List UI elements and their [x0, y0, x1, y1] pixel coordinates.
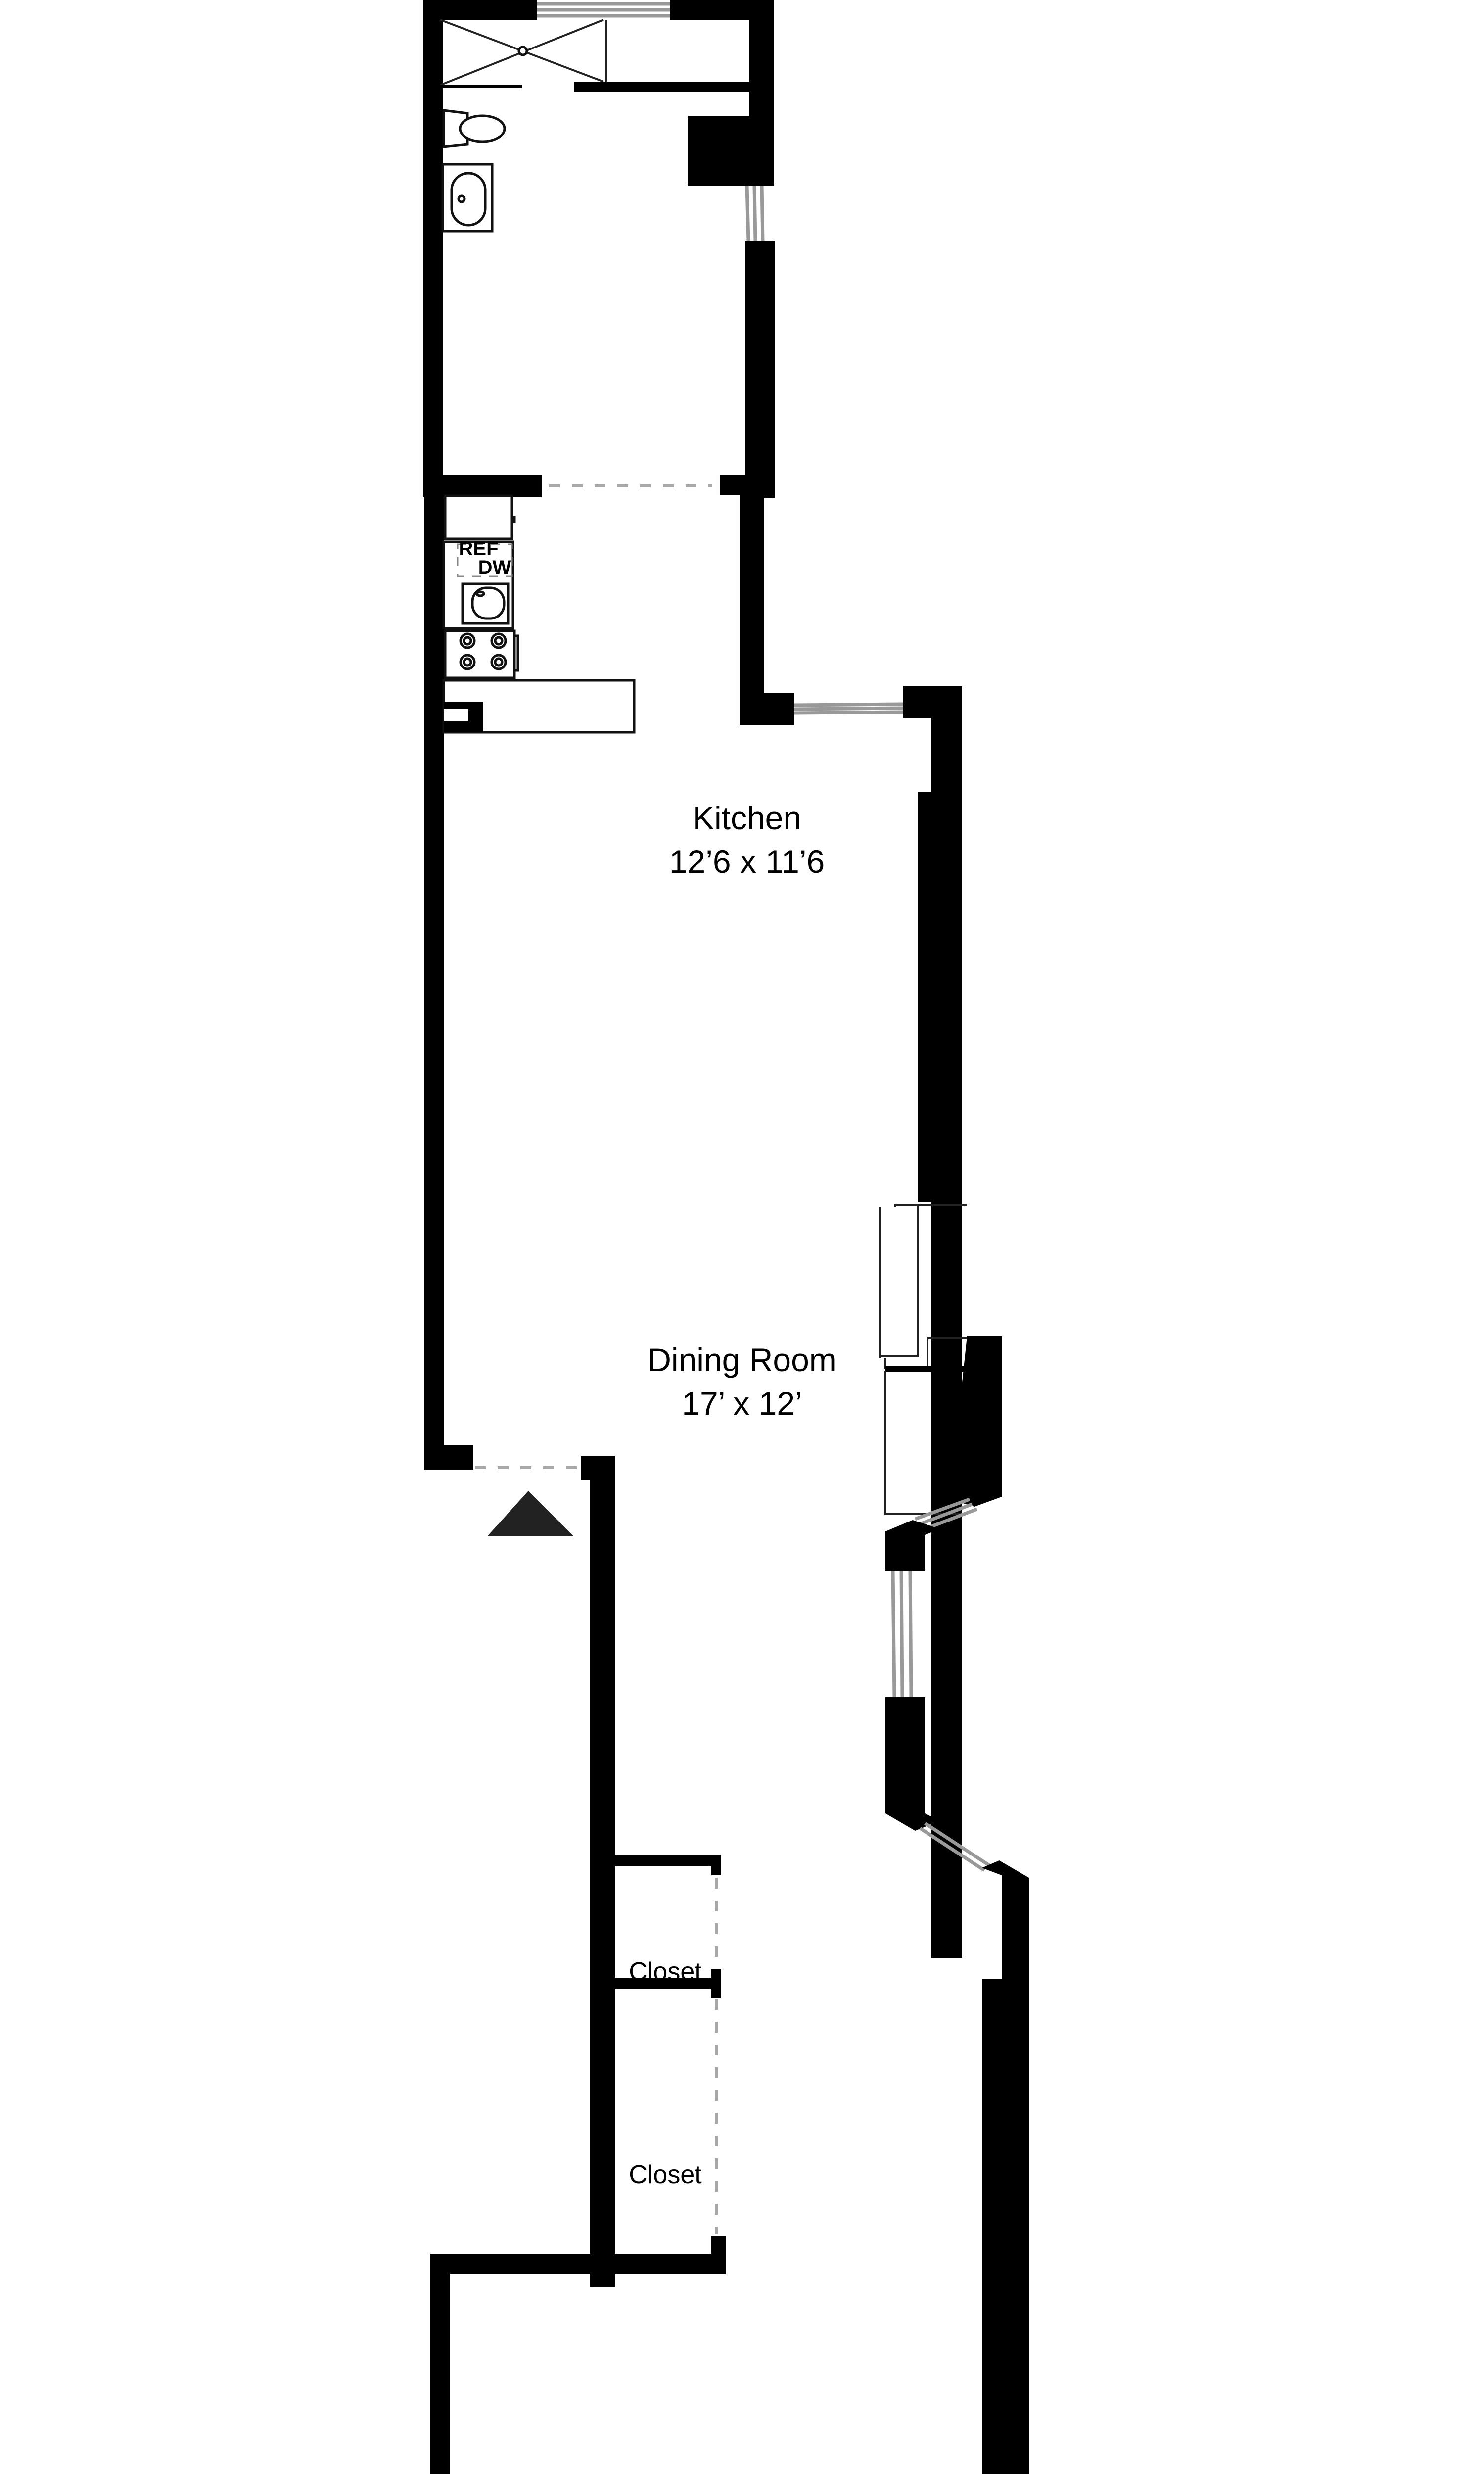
stove — [444, 629, 519, 679]
dishwasher-and-sink — [442, 540, 514, 630]
dishwasher-label: DW — [478, 557, 511, 578]
room-label-kitchen: Kitchen 12’6 x 11’6 — [599, 802, 895, 878]
refrigerator — [444, 494, 516, 540]
entry-hallway — [424, 1445, 726, 2474]
room-dimensions: 12’6 x 11’6 — [669, 843, 825, 880]
closet-label: Closet — [629, 2160, 702, 2189]
kitchen — [424, 494, 967, 1958]
room-name: Dining Room — [648, 1341, 836, 1378]
closet-label: Closet — [629, 1957, 702, 1986]
entry-arrow-icon — [487, 1491, 574, 1536]
shower-drain-icon — [517, 46, 528, 56]
room-label-dining-room: Dining Room 17’ x 12’ — [559, 1343, 925, 1420]
room-dimensions: 17’ x 12’ — [682, 1385, 802, 1422]
bathroom — [423, 0, 775, 498]
refrigerator-label: REF — [459, 538, 499, 560]
dining-room-walls — [884, 1336, 1029, 1979]
room-name: Kitchen — [692, 800, 802, 836]
toilet-icon — [442, 109, 506, 148]
living-bedroom-walls — [982, 1979, 1029, 2474]
bath-sink-icon — [441, 163, 494, 233]
